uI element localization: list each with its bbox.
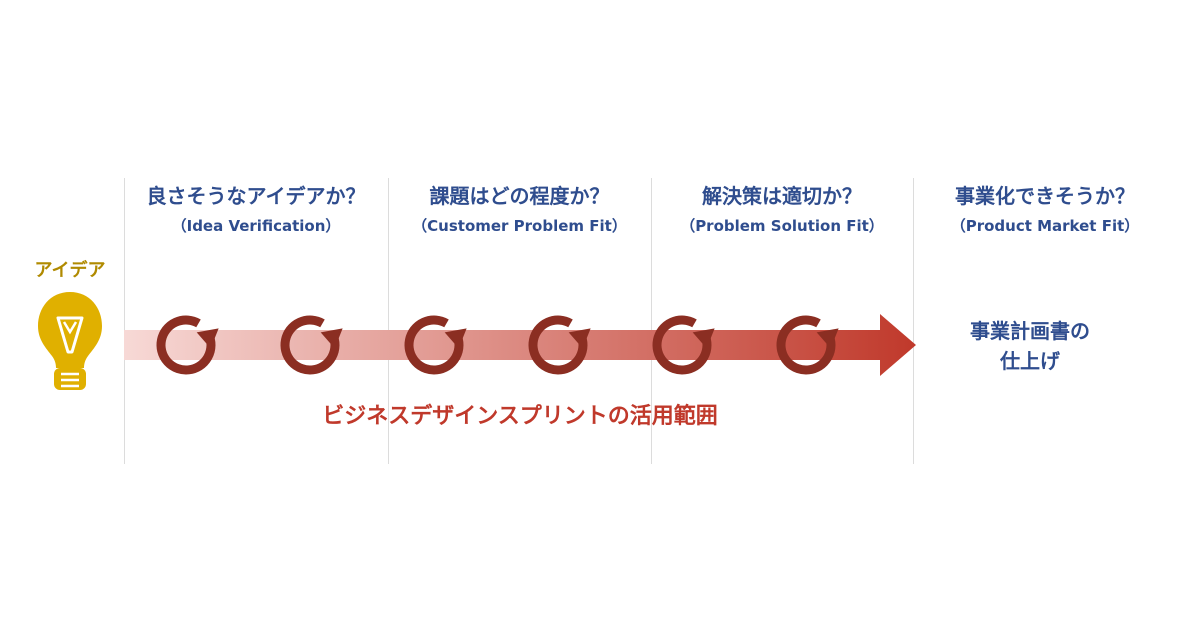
idea-label: アイデア [34, 260, 106, 281]
cycle-arrowhead [816, 328, 839, 349]
column-divider [388, 178, 389, 464]
sprint-scope-label: ビジネスデザインスプリントの活用範囲 [322, 404, 718, 429]
cycle-arc [156, 315, 216, 375]
column-heading-problem-solution-fit: 解決策は適切か？ （Problem Solution Fit） [651, 182, 913, 238]
column-heading-customer-problem-fit: 課題はどの程度か？ （Customer Problem Fit） [388, 182, 651, 238]
column-heading-product-market-fit: 事業化できそうか？ （Product Market Fit） [913, 182, 1177, 238]
column-english: （Problem Solution Fit） [680, 217, 884, 235]
column-divider [651, 178, 652, 464]
lightbulb-icon [38, 292, 102, 390]
cycle-arc [280, 315, 340, 375]
plan-line-1: 事業計画書の [970, 319, 1090, 343]
cycle-icon [156, 315, 219, 375]
cycle-icon [528, 315, 591, 375]
column-question: 事業化できそうか？ [955, 184, 1135, 208]
column-english: （Customer Problem Fit） [412, 217, 627, 235]
cycle-arc [652, 315, 712, 375]
column-question: 良さそうなアイデアか？ [146, 184, 366, 208]
column-divider [913, 178, 914, 464]
column-english: （Product Market Fit） [950, 217, 1140, 235]
cycle-arrowhead [444, 328, 467, 349]
column-divider [124, 178, 125, 464]
business-plan-completion: 事業計画書の 仕上げ [930, 316, 1130, 376]
column-heading-idea-verification: 良さそうなアイデアか？ （Idea Verification） [124, 182, 388, 238]
cycle-arrowhead [320, 328, 343, 349]
cycle-icon [652, 315, 715, 375]
cycle-arc [776, 315, 836, 375]
cycle-arc [404, 315, 464, 375]
iteration-cycles [156, 315, 839, 375]
plan-line-2: 仕上げ [1000, 349, 1060, 373]
column-question: 課題はどの程度か？ [429, 184, 610, 208]
cycle-arrowhead [692, 328, 715, 349]
cycle-arrowhead [196, 328, 219, 349]
cycle-icon [776, 315, 839, 375]
cycle-icon [280, 315, 343, 375]
cycle-icon [404, 315, 467, 375]
column-english: （Idea Verification） [171, 217, 341, 235]
column-question: 解決策は適切か？ [702, 184, 862, 208]
cycle-arrowhead [568, 328, 591, 349]
progress-arrow [124, 314, 916, 376]
cycle-arc [528, 315, 588, 375]
